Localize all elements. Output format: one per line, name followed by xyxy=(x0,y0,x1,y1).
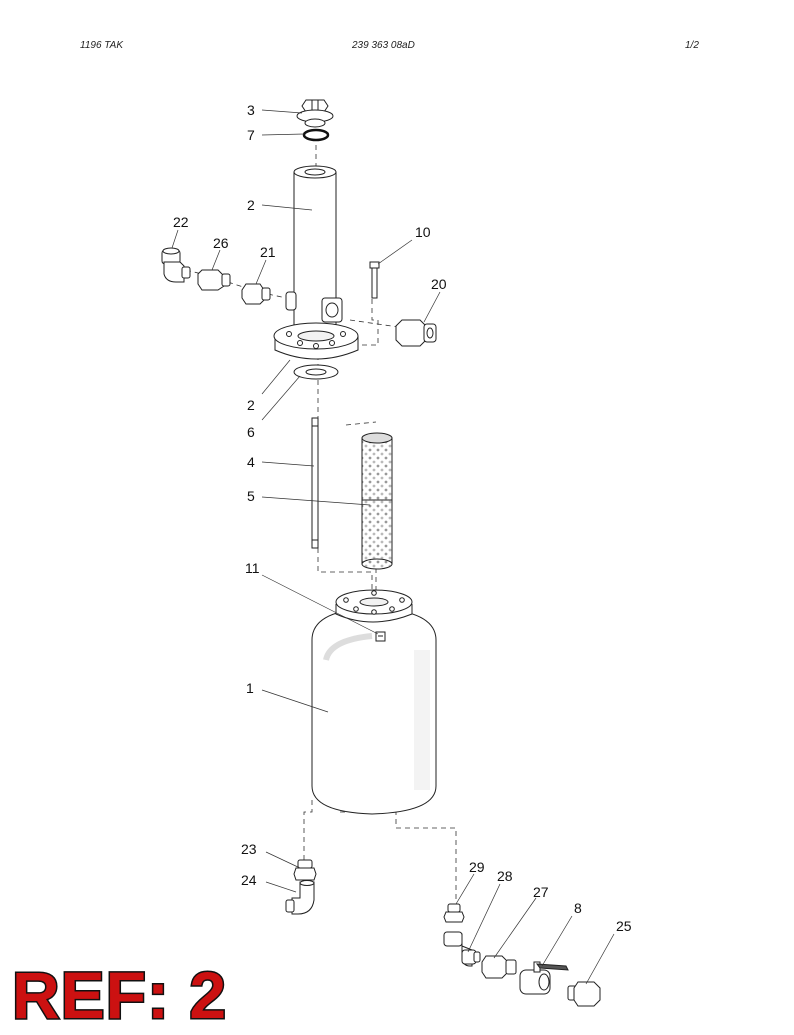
reference-label: REF: 2 xyxy=(10,958,228,1032)
header-page-number: 1/2 xyxy=(685,40,699,51)
part-6-gasket xyxy=(293,364,339,380)
part-25-adapter xyxy=(567,981,601,1007)
part-21-nipple xyxy=(241,283,271,305)
part-29-nipple xyxy=(443,903,465,923)
callout-6: 6 xyxy=(247,424,255,440)
callout-5: 5 xyxy=(247,488,255,504)
callout-23: 23 xyxy=(241,841,257,857)
part-24-elbow xyxy=(285,880,315,915)
part-2-housing xyxy=(273,165,359,360)
callout-21: 21 xyxy=(260,244,276,260)
part-23-nipple xyxy=(293,859,317,881)
part-26-nipple xyxy=(197,269,231,291)
leader-lines xyxy=(171,109,615,985)
callout-10: 10 xyxy=(415,224,431,240)
callout-28: 28 xyxy=(497,868,513,884)
part-10-bolt xyxy=(369,261,380,299)
part-1-tank xyxy=(311,589,437,815)
part-11-vent xyxy=(375,631,386,642)
callout-22: 22 xyxy=(173,214,189,230)
callout-20: 20 xyxy=(431,276,447,292)
callout-29: 29 xyxy=(469,859,485,875)
part-28-elbow xyxy=(443,931,481,967)
part-22-elbow xyxy=(161,247,191,283)
callout-4: 4 xyxy=(247,454,255,470)
part-20-adapter xyxy=(395,319,437,347)
callout-27: 27 xyxy=(533,884,549,900)
part-4-rod xyxy=(311,417,319,549)
header-doc-code: 1196 TAK xyxy=(80,40,123,51)
callout-7: 7 xyxy=(247,127,255,143)
part-3-plug xyxy=(296,99,334,128)
header-part-number: 239 363 08aD xyxy=(352,40,415,51)
callout-2-lower: 2 xyxy=(247,397,255,413)
callout-1: 1 xyxy=(246,680,254,696)
part-27-nipple xyxy=(481,955,517,979)
callout-8: 8 xyxy=(574,900,582,916)
callout-labels: 3 7 2 22 26 21 10 20 2 6 4 5 11 1 23 24 … xyxy=(173,102,632,934)
callout-3: 3 xyxy=(247,102,255,118)
part-8-ball-valve xyxy=(519,961,569,995)
callout-26: 26 xyxy=(213,235,229,251)
callout-24: 24 xyxy=(241,872,257,888)
callout-2-upper: 2 xyxy=(247,197,255,213)
callout-11: 11 xyxy=(245,560,260,576)
part-5-filter-element xyxy=(361,432,393,570)
part-7-o-ring xyxy=(302,128,330,142)
callout-25: 25 xyxy=(616,918,632,934)
